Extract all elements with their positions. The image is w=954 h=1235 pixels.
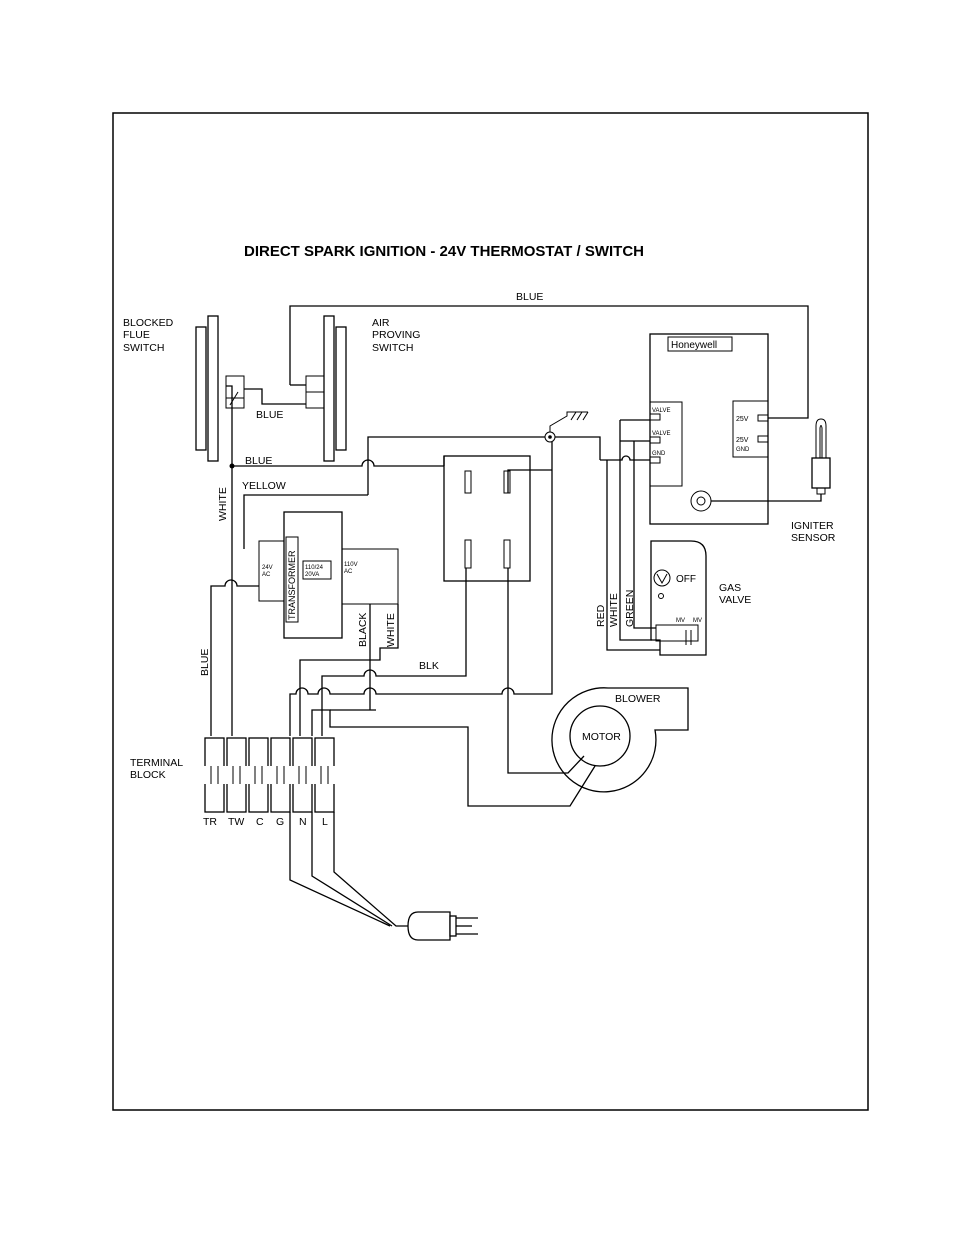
- wire-label-blk: BLK: [419, 660, 439, 672]
- wire-label-yellow: YELLOW: [242, 480, 286, 492]
- wire-label-red: RED: [595, 604, 607, 627]
- air-proving-switch: [305, 315, 347, 462]
- terminal-25v-gnd: GND: [736, 447, 750, 453]
- wire-label-blue-left: BLUE: [199, 649, 211, 676]
- air-proving-label-3: SWITCH: [372, 342, 413, 354]
- terminal-block: [204, 737, 336, 813]
- igniter-sensor-label-2: SENSOR: [791, 532, 836, 544]
- wire-label-black: BLACK: [357, 613, 369, 647]
- terminal-n: N: [299, 816, 307, 828]
- wire-label-white-transformer: WHITE: [385, 613, 397, 647]
- gas-valve: [650, 540, 707, 656]
- wire-label-blue-switches: BLUE: [256, 409, 283, 421]
- wire-label-blue-mid: BLUE: [245, 455, 272, 467]
- gas-valve-label-2: VALVE: [719, 594, 751, 606]
- transformer-110v-ac: AC: [344, 569, 353, 575]
- transformer-24v: 24V: [262, 565, 273, 571]
- blower-label: BLOWER: [615, 693, 661, 705]
- wire-label-green: GREEN: [624, 590, 636, 627]
- blower: [551, 687, 689, 793]
- blocked-flue-label-2: FLUE: [123, 329, 150, 341]
- wiring: [210, 305, 822, 927]
- air-proving-label-1: AIR: [372, 317, 390, 329]
- terminal-25v-2: 25V: [736, 437, 749, 444]
- terminal-block-label-2: BLOCK: [130, 769, 166, 781]
- terminal-l: L: [322, 816, 328, 828]
- igniter-sensor-label-1: IGNITER: [791, 520, 834, 532]
- terminal-25v-1: 25V: [736, 416, 749, 423]
- mv-terminal-1: MV: [676, 618, 685, 624]
- mv-terminal-2: MV: [693, 618, 702, 624]
- relay-block: [443, 455, 531, 582]
- gnd-terminal: GND: [652, 451, 666, 457]
- terminal-tr: TR: [203, 816, 217, 828]
- blocked-flue-switch: [195, 315, 245, 462]
- blocked-flue-label-3: SWITCH: [123, 342, 164, 354]
- transformer-label: TRANSFORMER: [287, 550, 297, 620]
- wire-label-blue-top: BLUE: [516, 291, 543, 303]
- transformer: [258, 511, 399, 639]
- honeywell-logo: Honeywell: [671, 340, 717, 351]
- terminal-tw: TW: [228, 816, 244, 828]
- transformer-110v: 110V: [344, 562, 358, 568]
- transformer-rating-2: 20VA: [305, 572, 319, 578]
- terminal-g: G: [276, 816, 284, 828]
- wire-label-white-gasvalve: WHITE: [608, 593, 620, 627]
- blocked-flue-label-1: BLOCKED: [123, 317, 174, 329]
- gas-valve-off: OFF: [676, 574, 696, 585]
- gas-valve-label-1: GAS: [719, 582, 741, 594]
- wire-label-white-left: WHITE: [217, 487, 229, 521]
- honeywell-module: [649, 333, 769, 525]
- valve-terminal-1: VALVE: [652, 408, 670, 414]
- igniter-sensor-probe: [811, 418, 831, 495]
- transformer-rating-1: 110/24: [305, 565, 324, 571]
- power-plug: [407, 911, 478, 941]
- page-frame: [112, 112, 869, 1111]
- diagram-title: DIRECT SPARK IGNITION - 24V THERMOSTAT /…: [244, 243, 644, 260]
- motor-label: MOTOR: [582, 731, 621, 743]
- terminal-block-label-1: TERMINAL: [130, 757, 183, 769]
- transformer-24v-ac: AC: [262, 572, 271, 578]
- air-proving-label-2: PROVING: [372, 329, 420, 341]
- terminal-c: C: [256, 816, 264, 828]
- valve-terminal-2: VALVE: [652, 431, 670, 437]
